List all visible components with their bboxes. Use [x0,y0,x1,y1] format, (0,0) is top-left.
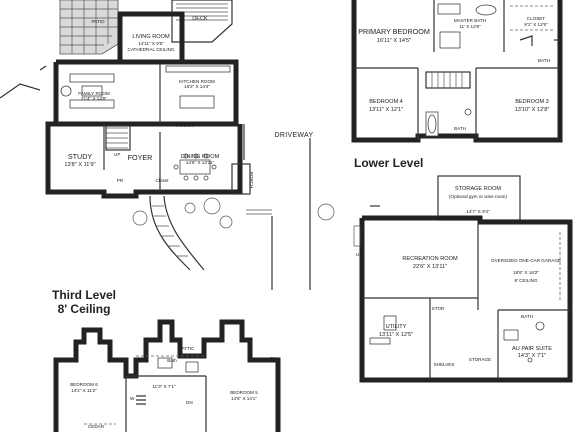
pantry-label: PANTRY [176,123,194,128]
porch-name: PORCH [249,172,254,189]
third-stairs-dn-label: DN [186,400,193,405]
lower-level-title: Lower Level [354,156,423,170]
patio-name: PATIO [91,19,105,24]
porch-outline [231,163,251,195]
storage-room-note: (Optional gym or wine room) [449,194,507,199]
bedroom-6-dims: 14'2" X 11'2" [71,388,97,393]
lower-main-walls [45,121,243,199]
lower-storage-name: STORAGE [469,357,491,362]
driveway-label: DRIVEWAY [275,132,314,139]
third-bath-name: Bath [167,358,177,363]
primary-bedroom-dims: 16'11" X 14'5" [377,38,411,44]
au-pair-suite-name: AU PAIR SUITE [512,346,552,352]
deck-outline [171,0,233,43]
shower-label: SH [270,356,276,361]
front-walk [149,195,191,271]
attic-name: ATTIC [182,346,196,351]
lower-bath-name: BATH [521,314,533,319]
master-bath-dims: 11' X 12'9" [459,24,481,29]
stor-name: STOR [432,306,445,311]
third-hall-dims: 11'3" X 7'1" [152,384,175,389]
foyer-name: FOYER [128,153,153,162]
upper-level-plan [351,0,563,143]
storage-room-name: STORAGE ROOM [455,186,502,192]
bedroom-3-name: BEDROOM 3 [515,99,549,105]
family-kitchen-walls [53,59,239,127]
bedroom-5-dims: 14'6" X 14'1" [231,396,257,401]
garage-note: 8' CEILING [514,278,538,283]
living-room-name: LIVING ROOM [132,34,170,40]
living-room-note: CATHEDRAL CEILING [128,47,175,52]
cedar-closet-name: CEDAR [88,424,105,429]
patio-stones [59,0,119,55]
upper-outer-walls [351,0,563,143]
hall-bath-name: BATH [454,126,466,131]
bedroom-5-name: BEDROOM 5 [230,390,258,395]
living-room-dims: 14'11" X 9'5" [138,41,164,46]
third-level-plan [53,319,281,432]
closet-name: Closet [155,178,169,183]
third-level-walls [53,319,281,432]
bedroom-6-name: BEDROOM 6 [70,382,98,387]
main-level-plan [0,0,335,290]
family-room-name: FAMILY ROOM [78,91,110,96]
third-level-title: Third Level [52,288,116,302]
closet-upper-dims: 9'1" X 12'9" [524,22,548,27]
garage-name: OVERSIZED ONE-CAR GARAGE [491,258,561,263]
bedroom-3-dims: 13'10" X 12'8" [515,107,550,113]
au-pair-suite-dims: 14'3" X 7'1" [518,353,547,359]
utility-dims: 13'11" X 12'5" [379,332,413,338]
master-bath-name: MASTER BATH [454,18,486,23]
main-stairs-up-label: UP [114,152,120,157]
study-name: STUDY [68,152,93,161]
dining-room-dims: 14'6" X 13'11" [186,160,215,165]
lower-stairs-up-label: UP [356,252,362,257]
kitchen-name: KITCHEN ROOM [179,79,215,84]
powder-room-label: PR [117,178,124,183]
lower-level-plan [353,175,573,383]
recreation-room-dims: 22'6" X 13'11" [413,264,447,270]
closet-upper-name: CLOSET [527,16,546,21]
washer-label: W [130,396,135,401]
shelves-label: SHELVES [434,362,455,367]
main-stairs [106,127,128,149]
utility-name: UTILITY [386,324,407,330]
bedroom-4-name: BEDROOM 4 [369,99,403,105]
family-room-dims: 21'4" X 14'8" [81,96,107,101]
primary-bedroom-name: PRIMARY BEDROOM [358,27,430,36]
storage-room-dims: 14'7" X 9'4" [466,209,490,214]
bedroom-4-dims: 13'11" X 12'1" [369,107,403,113]
upper-bath-name: BATH [538,58,550,63]
driveway-edges [243,124,311,290]
study-dims: 13'8" X 11'9" [64,162,95,168]
lower-outer-walls [359,215,573,383]
deck-name: DECK [192,16,208,22]
kitchen-dims: 16'2" X 14'4" [184,84,210,89]
third-level-subtitle: 8' Ceiling [58,302,111,316]
dining-room-name: DINING ROOM [181,154,220,160]
garage-dims: 18'6" X 16'2" [513,270,539,275]
recreation-room-name: RECREATION ROOM [402,256,458,262]
